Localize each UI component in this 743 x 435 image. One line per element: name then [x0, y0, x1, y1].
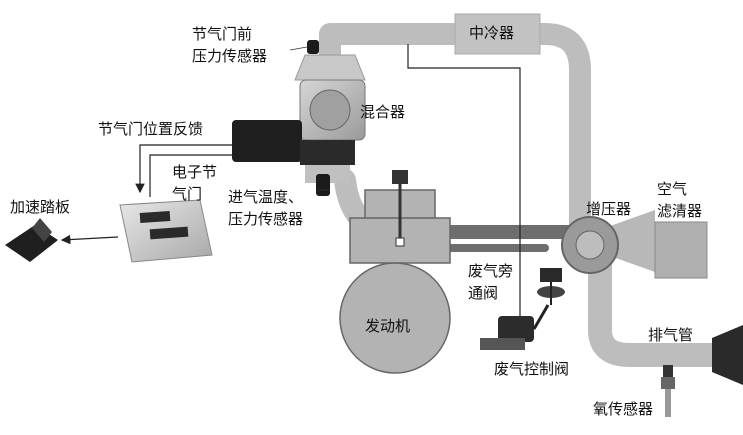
air-filter-label-2: 滤清器: [657, 202, 703, 220]
e-throttle-label-2: 气门: [172, 185, 203, 203]
throttle-front-sensor-label-1: 节气门前: [192, 25, 253, 43]
intercooler-label: 中冷器: [469, 24, 515, 42]
leader-lines: [289, 46, 330, 191]
intake-temp-pressure-sensor: [316, 174, 330, 196]
wastegate-bypass-label-1: 废气旁: [468, 262, 514, 280]
intake-temp-pressure-label-2: 压力传感器: [228, 210, 304, 228]
signal-lines: [60, 44, 521, 316]
wastegate-bypass-label-2: 通阀: [468, 284, 499, 302]
exhaust-outlet: [712, 325, 743, 385]
wastegate-valve: [537, 268, 565, 305]
turbo-label: 增压器: [586, 200, 632, 218]
exhaust-pipe: [433, 225, 727, 367]
ecu-module: [119, 199, 213, 263]
throttle-position-label: 节气门位置反馈: [98, 120, 204, 138]
oxygen-sensor: [661, 365, 675, 417]
wastegate-control-label: 废气控制阀: [494, 360, 570, 378]
e-throttle-label-1: 电子节: [172, 163, 218, 181]
exhaust-pipe-label: 排气管: [648, 326, 694, 344]
air-filter-label-1: 空气: [657, 180, 688, 198]
accelerator-pedal: [5, 218, 58, 262]
o2-sensor-label: 氧传感器: [593, 400, 654, 418]
intake-temp-pressure-label-1: 进气温度、: [228, 188, 304, 206]
mixer-assembly: [232, 54, 366, 183]
throttle-front-pressure-sensor: [307, 40, 319, 54]
mixer-label: 混合器: [360, 103, 406, 121]
wastegate-control-valve: [480, 304, 550, 350]
engine: [339, 170, 451, 374]
intercooler: [454, 13, 541, 55]
throttle-front-sensor-label-2: 压力传感器: [192, 47, 268, 65]
accelerator-label: 加速踏板: [10, 198, 71, 216]
turbocharger: [561, 216, 619, 274]
air-filter: [610, 210, 708, 279]
engine-label: 发动机: [365, 317, 411, 335]
